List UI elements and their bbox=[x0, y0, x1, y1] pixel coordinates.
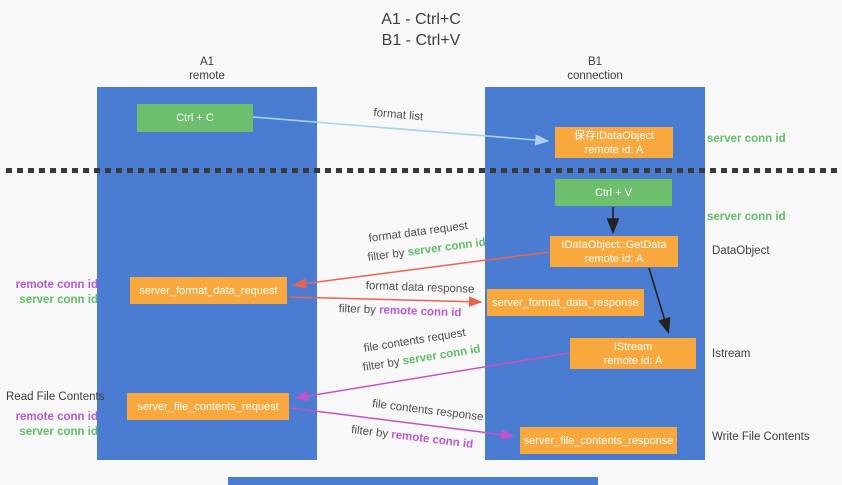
node-ctrl-c-label: Ctrl + C bbox=[176, 112, 214, 124]
write-file-contents-label: Write File Contents bbox=[712, 431, 810, 443]
istream-side-label: Istream bbox=[712, 348, 751, 360]
lifeline-header-a1: A1 remote bbox=[97, 55, 317, 83]
lifeline-a1-name: A1 bbox=[199, 56, 215, 68]
server-conn-id-label-top: server conn id bbox=[707, 133, 786, 145]
bottom-lifeline-sliver bbox=[228, 477, 598, 485]
phase-divider-dotted-line bbox=[6, 168, 842, 173]
remote-conn-id-label-2: remote conn id bbox=[15, 411, 98, 423]
node-save-line1: 保存IDataObject bbox=[573, 129, 655, 142]
node-file-resp-label: server_file_contents_response bbox=[523, 434, 674, 447]
node-server-file-contents-response: server_file_contents_response bbox=[520, 427, 677, 454]
node-istream-line1: IStream bbox=[613, 340, 653, 353]
node-save-line2: remote id: A bbox=[584, 143, 644, 156]
lifeline-b1-name: B1 bbox=[587, 56, 603, 68]
node-ctrl-v-label: Ctrl + V bbox=[595, 186, 632, 199]
filter-by-text-3: filter by bbox=[362, 356, 401, 374]
filter-remote-conn-id-1: remote conn id bbox=[378, 304, 462, 320]
node-istream: IStream remote id: A bbox=[570, 338, 696, 369]
node-server-file-contents-request: server_file_contents_request bbox=[127, 393, 289, 420]
filter-by-text-2: filter by bbox=[338, 303, 377, 317]
node-format-req-label: server_format_data_request bbox=[139, 284, 278, 297]
node-getdata-line2: remote id: A bbox=[584, 252, 644, 265]
conn-id-group-format: remote conn id server conn id bbox=[8, 278, 98, 308]
diagram-title: A1 - Ctrl+C B1 - Ctrl+V bbox=[0, 9, 842, 51]
node-save-idataobject: 保存IDataObject remote id: A bbox=[555, 127, 673, 158]
lifeline-a1-role: remote bbox=[189, 70, 225, 82]
filter-by-text-1: filter by bbox=[367, 247, 406, 264]
server-conn-id-label-2: server conn id bbox=[19, 426, 98, 438]
node-idataobject-getdata: IDataObject::GetData remote id: A bbox=[550, 236, 678, 267]
server-conn-id-label-mid: server conn id bbox=[707, 211, 786, 223]
node-server-format-data-request: server_format_data_request bbox=[130, 277, 287, 304]
title-line-1: A1 - Ctrl+C bbox=[381, 11, 461, 28]
lifeline-header-b1: B1 connection bbox=[485, 55, 705, 83]
format-list-label: format list bbox=[372, 107, 424, 124]
dataobject-label: DataObject bbox=[712, 245, 770, 257]
node-file-req-label: server_file_contents_request bbox=[137, 400, 279, 413]
node-getdata-line1: IDataObject::GetData bbox=[561, 238, 667, 251]
node-ctrl-v: Ctrl + V bbox=[555, 179, 672, 206]
format-data-response-label: format data response bbox=[365, 280, 475, 296]
conn-id-group-file: remote conn id server conn id bbox=[8, 410, 98, 440]
file-contents-response-filter-label: filter by remote conn id bbox=[351, 424, 474, 451]
remote-conn-id-label-1: remote conn id bbox=[15, 279, 98, 291]
server-conn-id-label-1: server conn id bbox=[19, 294, 98, 306]
node-server-format-data-response: server_format_data_response bbox=[487, 289, 644, 316]
node-ctrl-c: Ctrl + C bbox=[137, 104, 253, 132]
filter-by-text-4: filter by bbox=[350, 424, 389, 441]
file-contents-response-label: file contents response bbox=[371, 398, 485, 424]
format-data-response-arrow bbox=[288, 296, 483, 307]
lifeline-b1-role: connection bbox=[567, 70, 623, 82]
filter-server-conn-id-1: server conn id bbox=[406, 236, 487, 259]
node-istream-line2: remote id: A bbox=[603, 354, 663, 367]
read-file-contents-label: Read File Contents bbox=[6, 391, 105, 403]
filter-remote-conn-id-2: remote conn id bbox=[390, 428, 474, 451]
node-format-resp-label: server_format_data_response bbox=[492, 296, 639, 309]
title-line-2: B1 - Ctrl+V bbox=[381, 32, 461, 49]
format-data-response-filter-label: filter by remote conn id bbox=[339, 303, 462, 319]
